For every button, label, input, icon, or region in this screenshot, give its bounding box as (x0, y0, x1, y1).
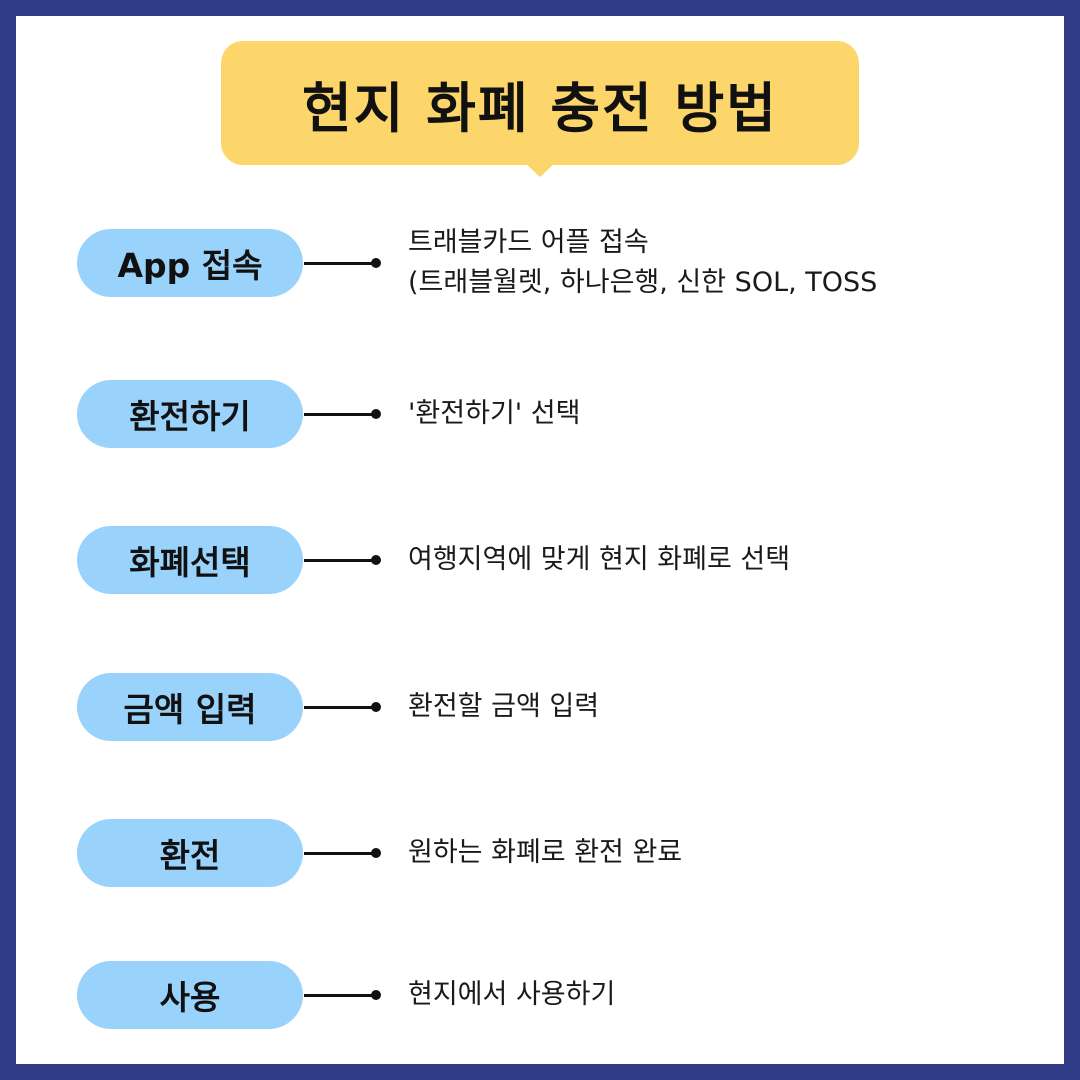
step-description-line: (트래블월렛, 하나은행, 신한 SOL, TOSS (408, 267, 878, 298)
step-description-line: 원하는 화폐로 환전 완료 (408, 837, 683, 868)
step-description-line: 여행지역에 맞게 현지 화폐로 선택 (408, 544, 791, 575)
step-description: 여행지역에 맞게 현지 화폐로 선택 (408, 540, 790, 580)
connector-dot (371, 258, 381, 268)
step-exchange: 환전하기 '환전하기' 선택 (16, 380, 1064, 450)
step-description-line: 환전할 금액 입력 (408, 691, 600, 722)
step-exchange-complete: 환전 원하는 화폐로 환전 완료 (16, 819, 1064, 889)
step-label-pill: 환전하기 (77, 380, 303, 448)
connector-line (304, 852, 376, 855)
connector-dot (371, 702, 381, 712)
step-amount-input: 금액 입력 환전할 금액 입력 (16, 673, 1064, 743)
connector-line (304, 262, 376, 265)
step-description: 트래블카드 어플 접속 (트래블월렛, 하나은행, 신한 SOL, TOSS (408, 223, 877, 303)
step-currency-select: 화폐선택 여행지역에 맞게 현지 화폐로 선택 (16, 526, 1064, 596)
step-description: 원하는 화폐로 환전 완료 (408, 833, 682, 873)
step-description-line: '환전하기' 선택 (408, 398, 581, 429)
step-description: 현지에서 사용하기 (408, 975, 615, 1015)
step-description-line: 트래블카드 어플 접속 (408, 227, 649, 258)
connector-dot (371, 990, 381, 1000)
step-label-pill: App 접속 (77, 229, 303, 297)
step-label-pill: 금액 입력 (77, 673, 303, 741)
step-use: 사용 현지에서 사용하기 (16, 961, 1064, 1031)
step-label-pill: 환전 (77, 819, 303, 887)
title-speech-bubble: 현지 화폐 충전 방법 (221, 41, 859, 165)
step-description-line: 현지에서 사용하기 (408, 979, 616, 1010)
connector-dot (371, 409, 381, 419)
infographic-card: 현지 화폐 충전 방법 App 접속 트래블카드 어플 접속 (트래블월렛, 하… (16, 16, 1064, 1064)
step-description: 환전할 금액 입력 (408, 687, 599, 727)
connector-dot (371, 848, 381, 858)
connector-line (304, 413, 376, 416)
step-description: '환전하기' 선택 (408, 394, 580, 434)
step-label-pill: 사용 (77, 961, 303, 1029)
connector-line (304, 559, 376, 562)
connector-dot (371, 555, 381, 565)
connector-line (304, 994, 376, 997)
step-app-access: App 접속 트래블카드 어플 접속 (트래블월렛, 하나은행, 신한 SOL,… (16, 227, 1064, 299)
step-label-pill: 화폐선택 (77, 526, 303, 594)
connector-line (304, 706, 376, 709)
page-title: 현지 화폐 충전 방법 (302, 76, 778, 140)
